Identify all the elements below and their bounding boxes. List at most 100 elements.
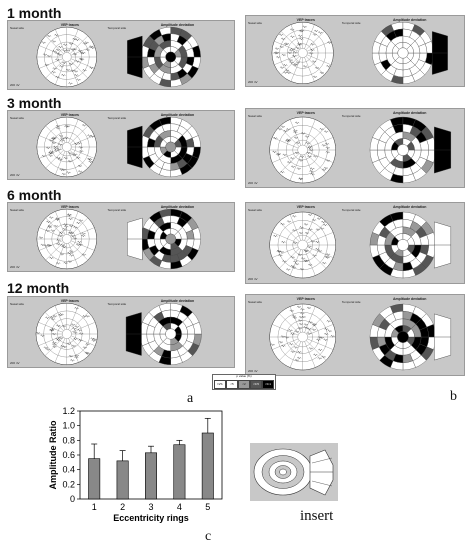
vep-trace-38 [301,315,306,319]
amp-sector [397,47,409,59]
vep-trace-45 [325,256,330,259]
vep-trace-12 [47,244,52,247]
y-tick-label: 1.0 [62,421,75,431]
vep-spoke-9 [39,45,63,56]
vep-trace-31 [283,63,288,67]
vep-trace-3 [79,51,85,55]
vep-trace-20 [309,52,314,55]
vep-trace-42 [315,228,321,231]
vep-trace-6 [314,29,319,33]
vep-trace-7 [59,252,65,256]
vep-trace-31 [70,234,75,238]
vep-trace-32 [62,227,67,231]
vep-trace-14 [294,358,300,362]
vep-trace-35 [40,243,45,247]
vep-spoke-11 [289,119,301,146]
vep-spoke-3 [304,341,316,368]
scale-label: 200 nV [10,361,20,365]
vep-trace-37 [325,159,331,162]
temporal-label: Temporal side [342,21,361,25]
vep-trace-18 [281,53,286,57]
vep-trace-12 [307,245,312,248]
vep-trace-21 [47,224,53,228]
vep-spoke-15 [307,232,334,244]
vep-trace-34 [310,172,315,176]
vep-trace-3 [87,157,92,161]
vep-trace-27 [54,33,59,37]
vep-spoke-9 [39,135,63,146]
vep-trace-18 [68,217,73,221]
vep-trace-13 [300,312,305,315]
vep-trace-11 [293,241,298,245]
scale-label: 200 nV [10,83,20,87]
vep-trace-30 [55,217,60,221]
vep-trace-30 [62,345,67,349]
vep-trace-8 [294,151,299,155]
vep-spoke-15 [70,322,96,333]
vep-trace-6 [278,254,283,257]
vep-trace-23 [297,327,303,330]
vep-trace-19 [77,164,83,168]
vep-spoke-14 [305,31,325,50]
vep-spoke-3 [68,151,79,175]
legend-cell-5: <5 [226,380,238,389]
vep-trace-41 [297,356,302,360]
vep-trace-47 [273,136,278,140]
vep-spoke-6 [45,242,64,261]
vep-spoke-3 [304,57,315,82]
vep-spoke-14 [306,221,327,242]
vep-trace-16 [307,327,312,331]
vep-trace-8 [46,243,51,247]
vep-trace-26 [71,153,77,157]
vep-trace-4 [300,155,305,159]
vep-trace-6 [60,139,65,142]
vep-trace-2 [304,249,309,253]
vep-trace-5 [84,351,90,355]
row-label-12-month: 12 month [7,280,70,296]
x-tick-label: 2 [120,502,125,512]
vep-trace-42 [325,146,330,150]
vep-trace-46 [55,48,61,52]
vep-trace-44 [61,172,66,176]
vep-trace-10 [67,151,73,155]
vep-trace-22 [76,78,81,82]
vep-trace-4 [69,224,74,228]
vep-spoke-7 [272,246,299,258]
vep-trace-3 [52,345,57,349]
y-tick-label: 0.2 [62,479,75,489]
vep-trace-47 [88,160,93,164]
vep-trace-19 [55,58,60,62]
vep-trace-6 [296,167,302,170]
vep-trace-19 [310,48,315,52]
vep-trace-31 [282,260,287,263]
vep-trace-29 [56,126,61,130]
vep-trace-34 [77,328,82,332]
vep-trace-29 [72,52,78,56]
vep-trace-43 [292,214,297,218]
vep-trace-23 [66,342,72,346]
vep-trace-40 [303,65,308,68]
vep-trace-23 [299,267,305,271]
scale-label: 200 nV [248,181,258,185]
vep-trace-1 [77,49,83,53]
vep-trace-1 [277,127,283,131]
vep-trace-3 [324,327,329,331]
vep-trace-25 [68,354,74,358]
vep-trace-13 [308,213,313,217]
vep-spoke-7 [272,338,299,350]
vep-trace-36 [81,51,86,55]
vep-trace-42 [72,237,77,240]
vep-trace-8 [82,346,88,349]
vep-trace-1 [324,332,329,336]
vep-spoke-10 [45,217,64,236]
vep-spoke-11 [55,211,66,235]
vep-trace-37 [76,243,81,247]
vep-trace-13 [47,225,52,229]
vep-trace-38 [87,134,92,137]
vep-spoke-3 [68,61,79,85]
vep-spoke-9 [38,322,63,333]
